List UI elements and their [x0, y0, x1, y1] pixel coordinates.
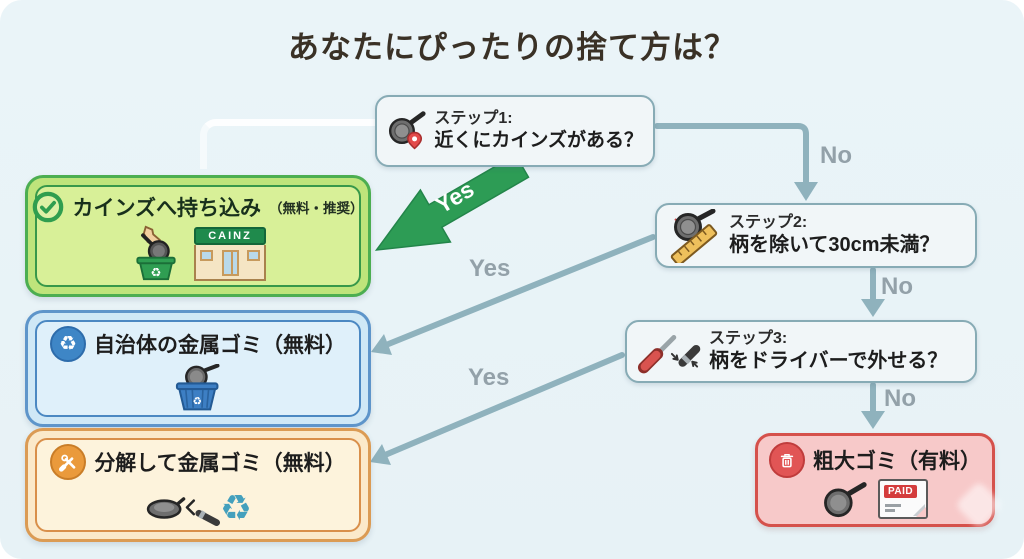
recycle-circle-icon: ♻: [50, 326, 86, 362]
step3-question: 柄をドライバーで外せる？: [709, 350, 948, 372]
note-fold: [915, 505, 926, 517]
outcome-disassemble-panel: 分解して金属ゴミ（無料） ♻: [35, 438, 361, 532]
outcome-disassemble-title: 分解して金属ゴミ（無料）: [94, 452, 346, 475]
edge-step3-yes-connector: [370, 352, 625, 465]
recycle-glyph: ♻: [59, 333, 77, 355]
edge-step3-no-label: No: [884, 385, 916, 412]
step2-text: ステップ2: 柄を除いて30cm未満？: [729, 213, 940, 258]
decorative-elbow-connector: [200, 119, 378, 169]
disassemble-recycle-glyph: ♻: [220, 488, 252, 526]
page-title: あなたにぴったりの捨て方は？: [288, 30, 736, 65]
frying-pan-ruler-icon: [670, 208, 718, 263]
step3-text: ステップ3: 柄をドライバーで外せる？: [709, 329, 947, 374]
tools-circle-icon: [50, 444, 87, 480]
outcome-oversized-title: 粗大ゴミ（有料）: [813, 449, 981, 473]
crossed-tools-glyph: [59, 454, 76, 472]
screwdriver-handle-icon: [637, 334, 701, 373]
edge-step1-no-label: No: [820, 142, 852, 169]
check-circle-icon: [33, 191, 64, 223]
basket-recycle-glyph: ♻: [192, 396, 201, 408]
outcome-municipal-title-row: ♻ 自治体の金属ゴミ（無料）: [50, 326, 346, 362]
edge-step3-yes-label: Yes: [468, 364, 510, 391]
paid-label: PAID: [884, 484, 918, 498]
trash-circle-icon: [769, 441, 805, 478]
frying-pan-location-icon: [388, 111, 426, 150]
outcome-municipal-title: 自治体の金属ゴミ（無料）: [94, 334, 346, 357]
outcome-oversized-title-row: 粗大ゴミ（有料）: [769, 441, 981, 478]
cainz-store-facade: [194, 245, 266, 281]
edge-step1-no-connector: [654, 123, 818, 201]
edge-step2-yes-connector: [371, 234, 656, 355]
note-line: [885, 504, 901, 507]
store-door: [222, 250, 239, 276]
step1-question: 近くにカインズがある？: [434, 130, 643, 152]
trash-can-glyph: [780, 453, 794, 467]
cainz-store-icon: CAINZ: [194, 227, 266, 281]
outcome-disassemble-title-row: 分解して金属ゴミ（無料）: [50, 444, 346, 480]
step3-label: ステップ3:: [709, 330, 788, 347]
outcome-cainz-panel: カインズへ持ち込み （無料・推奨） ♻ CAINZ: [32, 185, 364, 287]
step1-label: ステップ1:: [434, 110, 513, 128]
outcome-municipal: ♻ 自治体の金属ゴミ（無料） ♻: [25, 310, 371, 427]
step2-question: 柄を除いて30cm未満？: [729, 234, 940, 256]
store-window-left: [200, 250, 213, 261]
step2-label: ステップ2:: [729, 214, 808, 231]
outcome-cainz-title: カインズへ持ち込み: [72, 197, 262, 220]
outcome-oversized: 粗大ゴミ（有料） PAID: [755, 433, 995, 527]
cainz-store-sign: CAINZ: [194, 227, 266, 245]
outcome-cainz-note: （無料・推奨）: [269, 201, 364, 216]
bin-recycle-glyph: ♻: [151, 265, 162, 279]
paid-sticker-icon: PAID: [878, 478, 928, 519]
edge-step2-yes-label: Yes: [469, 255, 511, 282]
edge-step2-no-label: No: [881, 273, 913, 300]
outcome-oversized-icons: PAID: [822, 478, 928, 519]
hand-dropoff-bin-icon: ♻: [136, 225, 176, 281]
edge-step2-no-connector: [861, 267, 885, 317]
outcome-municipal-panel: ♻ 自治体の金属ゴミ（無料） ♻: [35, 320, 361, 417]
edge-step3-no-connector: [861, 382, 885, 429]
outcome-cainz: カインズへ持ち込み （無料・推奨） ♻ CAINZ: [25, 175, 371, 297]
node-step2: ステップ2: 柄を除いて30cm未満？: [655, 203, 977, 268]
outcome-cainz-title-row: カインズへ持ち込み （無料・推奨）: [32, 191, 364, 223]
pan-in-basket-icon: ♻: [175, 364, 220, 411]
node-step1: ステップ1: 近くにカインズがある？: [375, 95, 655, 167]
disassembled-pan-recycle-icon: ♻: [146, 488, 252, 526]
store-window-right: [247, 250, 260, 261]
frying-pan-icon: [824, 481, 867, 517]
note-line: [885, 509, 895, 512]
step1-text: ステップ1: 近くにカインズがある？: [434, 109, 643, 153]
outcome-cainz-icons: ♻ CAINZ: [130, 225, 266, 281]
outcome-disassemble: 分解して金属ゴミ（無料） ♻: [25, 428, 371, 542]
node-step3: ステップ3: 柄をドライバーで外せる？: [625, 320, 977, 383]
